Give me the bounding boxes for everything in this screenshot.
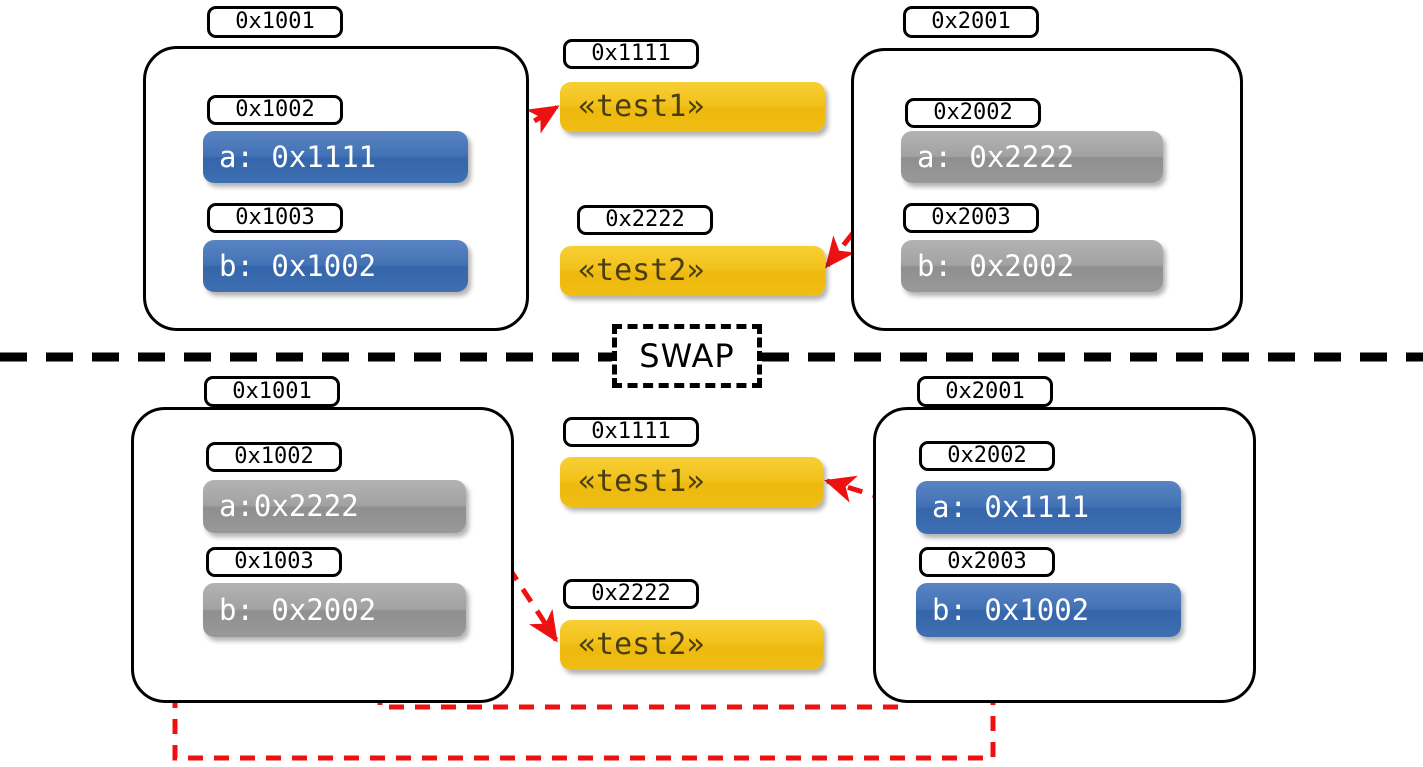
swap-divider-badge: SWAP	[612, 324, 762, 388]
after-left-slot0-address: 0x1002	[206, 442, 342, 472]
before-left-slot0-address: 0x1002	[207, 95, 343, 125]
before-left-slot0-cell: a: 0x1111	[203, 131, 468, 183]
before-left-slot1-cell: b: 0x1002	[203, 240, 468, 292]
before-object0-cell: «test1»	[560, 82, 825, 132]
before-right-slot0-cell: a: 0x2222	[901, 131, 1163, 183]
after-right-slot0-cell: a: 0x1111	[916, 481, 1181, 534]
after-left-slot1-address: 0x1003	[206, 547, 342, 577]
before-left-frame-address: 0x1001	[207, 6, 343, 38]
before-right-slot0-address: 0x2002	[905, 98, 1041, 128]
before-object1-address: 0x2222	[577, 205, 713, 235]
after-right-slot0-address: 0x2002	[919, 441, 1055, 471]
after-right-slot1-address: 0x2003	[919, 547, 1055, 577]
after-right-frame-address: 0x2001	[917, 376, 1053, 407]
before-right-slot1-cell: b: 0x2002	[901, 240, 1163, 292]
before-object0-address: 0x1111	[563, 39, 699, 69]
before-right-slot1-address: 0x2003	[903, 203, 1039, 233]
after-right-slot1-cell: b: 0x1002	[916, 583, 1181, 637]
after-object1-address: 0x2222	[563, 579, 699, 609]
before-right-frame-address: 0x2001	[903, 6, 1039, 38]
after-left-slot1-cell: b: 0x2002	[203, 583, 466, 637]
after-left-frame-address: 0x1001	[204, 376, 340, 407]
after-object0-cell: «test1»	[560, 457, 823, 507]
after-object1-cell: «test2»	[560, 620, 823, 670]
before-left-slot1-address: 0x1003	[207, 203, 343, 233]
after-object0-address: 0x1111	[563, 417, 699, 447]
before-object1-cell: «test2»	[560, 246, 825, 296]
after-left-slot0-cell: a:0x2222	[203, 480, 466, 533]
swap-label: SWAP	[639, 337, 735, 375]
